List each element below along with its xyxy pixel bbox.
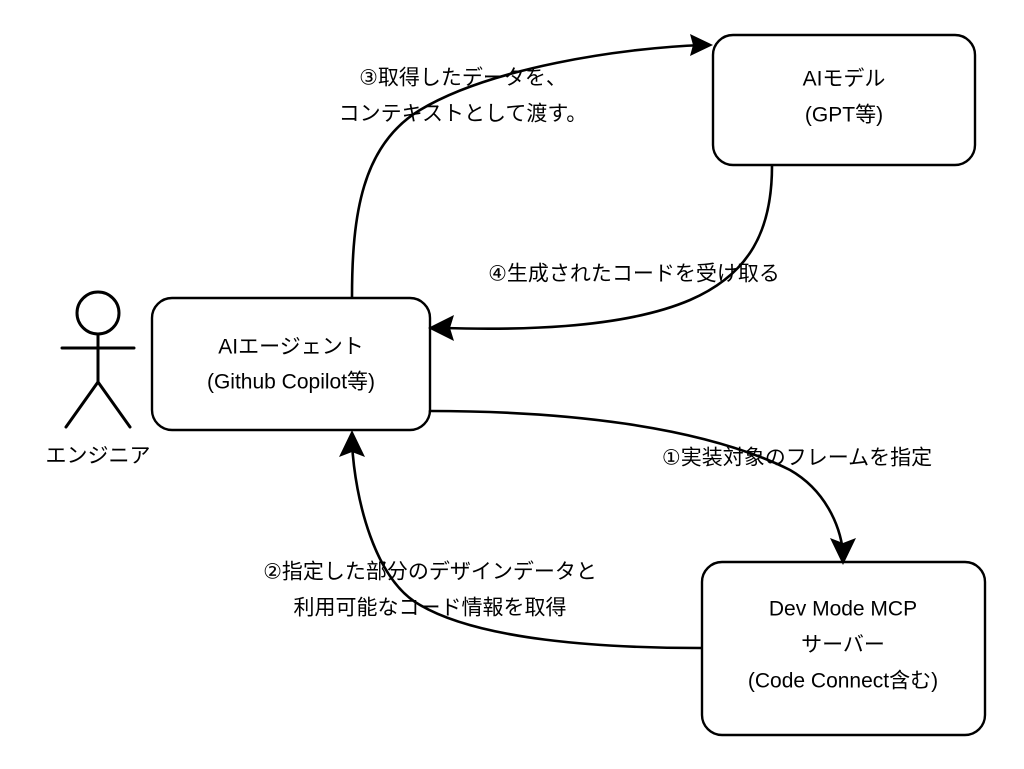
node-mcp-server[interactable]: Dev Mode MCP サーバー (Code Connect含む) [700, 560, 987, 737]
edge-3-label-line2: コンテキストとして渡す。 [339, 103, 588, 126]
engineer-actor: エンジニア [46, 290, 151, 468]
actor-leg-left-icon [64, 380, 100, 429]
edge-2-label-line1: ②指定した部分のデザインデータと [263, 561, 597, 584]
node-mcp-server-line1: Dev Mode MCP [769, 598, 917, 621]
edge-1-agent-to-mcp: ①実装対象のフレームを指定 [428, 409, 932, 565]
edge-2-path [350, 441, 703, 650]
edge-2-mcp-to-agent: ②指定した部分のデザインデータと 利用可能なコード情報を取得 [263, 430, 703, 650]
node-ai-model-shape[interactable] [711, 33, 977, 167]
edge-1-arrowhead-icon [830, 538, 856, 565]
node-ai-agent-shape[interactable] [150, 296, 432, 432]
node-mcp-server-line2: サーバー [801, 634, 885, 657]
actor-head-icon [75, 290, 121, 336]
node-ai-model-line2: (GPT等) [805, 104, 883, 127]
node-mcp-server-line3: (Code Connect含む) [748, 670, 938, 693]
node-ai-model[interactable]: AIモデル (GPT等) [711, 33, 977, 167]
edge-1-label-line1: ①実装対象のフレームを指定 [662, 447, 932, 470]
edge-1-path [428, 409, 845, 554]
actor-leg-right-icon [96, 380, 132, 429]
node-ai-agent[interactable]: AIエージェント (Github Copilot等) [150, 296, 432, 432]
edge-2-label-line2: 利用可能なコード情報を取得 [294, 597, 567, 620]
edge-3-agent-to-model: ③取得したデータを、 コンテキストとして渡す。 [339, 34, 713, 299]
node-ai-agent-line2: (Github Copilot等) [207, 371, 375, 394]
edge-2-arrowhead-icon [339, 430, 365, 457]
edge-4-model-to-agent: ④生成されたコードを受け取る [428, 164, 780, 341]
actor-label: エンジニア [46, 445, 151, 468]
edge-4-label-line1: ④生成されたコードを受け取る [488, 263, 780, 286]
edge-4-path [441, 164, 774, 331]
node-ai-model-line1: AIモデル [803, 68, 886, 91]
node-ai-agent-line1: AIエージェント [218, 336, 363, 359]
edge-3-path [350, 43, 705, 299]
edge-3-arrowhead-icon [690, 34, 713, 56]
edge-3-label-line1: ③取得したデータを、 [359, 67, 567, 90]
edge-4-arrowhead-icon [428, 315, 454, 341]
